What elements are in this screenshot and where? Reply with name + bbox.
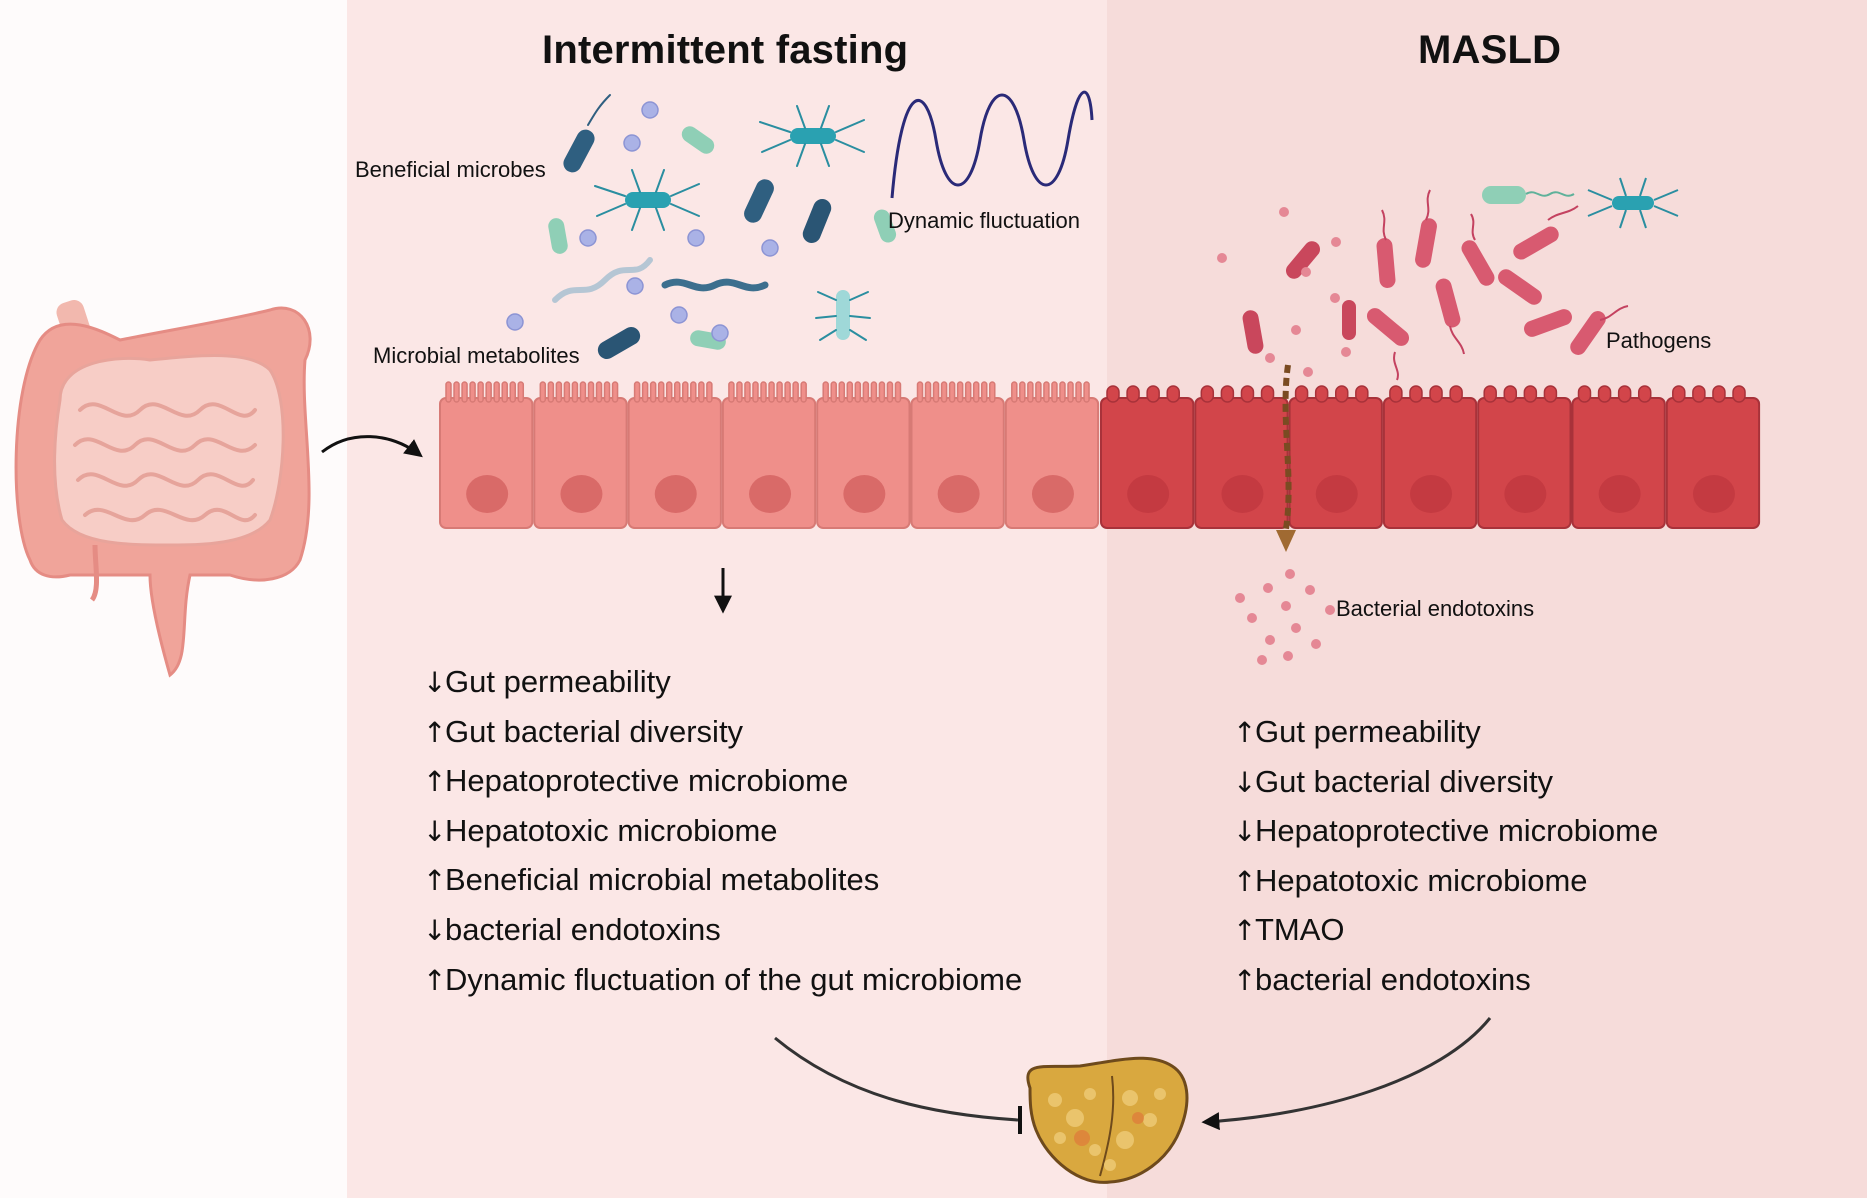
- up-arrow-icon: ↑: [1233, 914, 1257, 948]
- pathogens-label: Pathogens: [1606, 328, 1712, 353]
- up-arrow-icon: ↑: [1233, 864, 1257, 898]
- if-effect-item: ↓bacterial endotoxins: [423, 906, 1022, 956]
- if-effect-text: Dynamic fluctuation of the gut microbiom…: [445, 961, 1023, 997]
- up-arrow-icon: ↑: [1233, 716, 1257, 749]
- down-arrow-icon: ↓: [423, 814, 447, 848]
- epithelial-cell: [721, 381, 817, 529]
- down-arrow-icon: ↓: [423, 913, 447, 947]
- masld-effect-item: ↑Gut permeability: [1233, 708, 1658, 758]
- masld-effect-item: ↓Gut bacterial diversity: [1233, 758, 1658, 808]
- up-arrow-icon: ↑: [423, 765, 447, 799]
- masld-effect-text: Gut bacterial diversity: [1255, 763, 1554, 799]
- inhibition-arc: [774, 1036, 1019, 1122]
- gut-to-epithelium-arrow: [321, 435, 423, 458]
- up-arrow-icon: ↑: [423, 864, 447, 898]
- pathogens-icon: [1217, 177, 1679, 381]
- healthy-epithelium: [439, 381, 1100, 529]
- epithelial-cell: [533, 381, 628, 529]
- epithelial-cell: [1194, 385, 1289, 529]
- activation-arc: [1201, 1017, 1492, 1131]
- intermittent-fasting-title: Intermittent fasting: [542, 28, 909, 72]
- epithelial-cell: [439, 381, 534, 529]
- up-arrow-icon: ↑: [423, 715, 447, 749]
- if-effect-text: Hepatoprotective microbiome: [445, 763, 849, 799]
- if-effect-text: Beneficial microbial metabolites: [445, 862, 880, 898]
- epithelial-cell: [627, 381, 722, 529]
- bacterial-endotoxins-icon: [1235, 569, 1335, 665]
- masld-effect-text: TMAO: [1255, 912, 1345, 948]
- up-arrow-icon: ↑: [1233, 963, 1257, 997]
- epithelial-cell: [1477, 385, 1572, 529]
- up-arrow-icon: ↑: [423, 963, 447, 997]
- epithelial-cell: [1571, 385, 1666, 529]
- masld-effects-list: ↑Gut permeability↓Gut bacterial diversit…: [1233, 708, 1658, 1006]
- masld-effect-text: Hepatotoxic microbiome: [1255, 862, 1588, 898]
- if-effect-text: Gut permeability: [445, 664, 671, 699]
- masld-effect-text: Gut permeability: [1255, 714, 1481, 749]
- epithelial-cell: [1004, 381, 1100, 529]
- if-effect-text: Gut bacterial diversity: [445, 713, 744, 749]
- masld-title: MASLD: [1418, 28, 1562, 72]
- bacterial-endotoxins-label: Bacterial endotoxins: [1336, 596, 1535, 621]
- masld-effect-item: ↑Hepatotoxic microbiome: [1233, 857, 1658, 907]
- if-effect-item: ↓Hepatotoxic microbiome: [423, 807, 1022, 857]
- down-arrow-icon: ↓: [1233, 765, 1257, 799]
- beneficial-microbes-label: Beneficial microbes: [355, 157, 546, 182]
- leak-arrow: [1276, 364, 1296, 552]
- masld-effect-item: ↑bacterial endotoxins: [1233, 956, 1658, 1006]
- intestine-icon: [14, 299, 312, 678]
- if-effect-item: ↑Beneficial microbial metabolites: [423, 856, 1022, 906]
- if-effect-item: ↑Hepatoprotective microbiome: [423, 757, 1022, 807]
- epithelial-cell: [816, 381, 911, 529]
- microbial-metabolites-label: Microbial metabolites: [373, 343, 580, 368]
- masld-effect-item: ↑TMAO: [1233, 906, 1658, 956]
- if-effect-text: Hepatotoxic microbiome: [445, 812, 778, 848]
- epithelial-cell: [1100, 385, 1195, 529]
- inflamed-epithelium: [1100, 385, 1761, 529]
- epithelial-cell: [910, 381, 1005, 529]
- beneficial-microbes-icon: [506, 94, 897, 359]
- if-effect-item: ↑Dynamic fluctuation of the gut microbio…: [423, 956, 1022, 1006]
- epithelial-cell: [1665, 385, 1761, 529]
- masld-effect-item: ↓Hepatoprotective microbiome: [1233, 807, 1658, 857]
- if-effect-text: bacterial endotoxins: [445, 911, 721, 947]
- dynamic-fluctuation-label: Dynamic fluctuation: [888, 208, 1080, 233]
- masld-effect-text: bacterial endotoxins: [1255, 961, 1531, 997]
- masld-effect-text: Hepatoprotective microbiome: [1255, 813, 1659, 849]
- fatty-liver-icon: [1026, 1056, 1189, 1184]
- sine-wave-icon: [890, 90, 1094, 199]
- down-arrow-icon: ↓: [423, 666, 447, 699]
- if-effect-item: ↑Gut bacterial diversity: [423, 708, 1022, 758]
- epithelial-cell: [1288, 385, 1383, 529]
- if-effects-list: ↓Gut permeability↑Gut bacterial diversit…: [423, 658, 1022, 1005]
- down-arrow-icon: ↓: [1233, 815, 1257, 849]
- if-effect-item: ↓Gut permeability: [423, 658, 1022, 708]
- epithelial-cell: [1382, 385, 1478, 529]
